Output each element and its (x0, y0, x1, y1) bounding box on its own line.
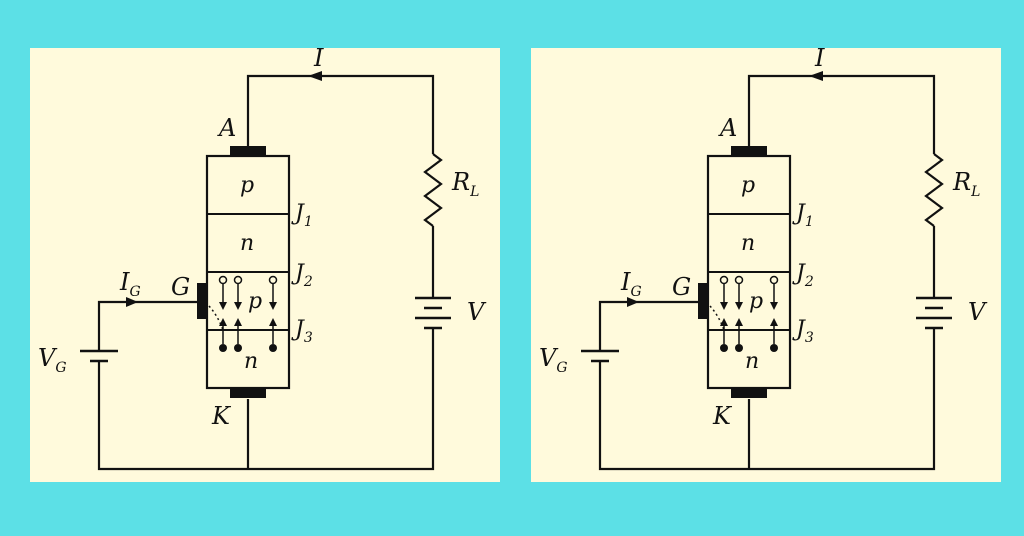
cathode-label: K (211, 402, 232, 430)
supply-label: V (467, 298, 487, 326)
gate-current-label: IG (620, 268, 642, 300)
layer-4-label: n (745, 349, 759, 374)
gate-label: G (672, 273, 691, 301)
junction-3-label: J3 (291, 317, 313, 346)
supply-label: V (968, 298, 988, 326)
anode-contact (731, 146, 767, 156)
cathode-contact (230, 388, 266, 398)
load-resistor (423, 153, 443, 227)
layer-3-label: p (749, 289, 763, 314)
anode-label: A (217, 114, 236, 142)
gate-current-arrow-icon (126, 297, 138, 307)
layer-2-label: n (240, 231, 254, 256)
gate-wire (598, 300, 698, 351)
anode-contact (230, 146, 266, 156)
layer-1-label: p (741, 173, 755, 198)
scr-circuit-panel-2: I A K G p n p n J1 J2 J3 RL V IG VG (531, 48, 1001, 482)
gate-contact (698, 283, 708, 319)
electron-carriers (720, 318, 778, 352)
current-arrow-icon (809, 71, 823, 81)
layer-4-label: n (244, 349, 258, 374)
scr-circuit-diagram: I A K G p n p n J1 J2 J3 RL V IG VG (539, 48, 988, 471)
gate-contact (197, 283, 207, 319)
junction-2-label: J2 (792, 261, 814, 290)
cathode-contact (731, 388, 767, 398)
junction-3-label: J3 (792, 317, 814, 346)
anode-label: A (718, 114, 737, 142)
bottom-wire (97, 328, 435, 471)
load-resistor (924, 153, 944, 227)
top-wire (747, 74, 936, 154)
gate-voltage-label: VG (539, 344, 568, 376)
scr-circuit-panel-1: I A K G p n p n J1 J2 J3 RL V IG VG (30, 48, 500, 482)
load-label: RL (451, 168, 479, 200)
gate-wire (97, 300, 197, 351)
gate-voltage-label: VG (38, 344, 67, 376)
layer-2-label: n (741, 231, 755, 256)
gate-current-label: IG (119, 268, 141, 300)
gate-current-arrow-icon (627, 297, 639, 307)
junction-2-label: J2 (291, 261, 313, 290)
gate-label: G (171, 273, 190, 301)
top-wire (246, 74, 435, 154)
gate-injection-dotted-path (709, 305, 725, 331)
gate-injection-dotted-path (208, 305, 224, 331)
bottom-wire (598, 328, 936, 471)
hole-carriers (719, 275, 779, 310)
hole-carriers (218, 275, 278, 310)
electron-carriers (219, 318, 277, 352)
current-label: I (313, 48, 324, 72)
layer-1-label: p (240, 173, 254, 198)
cathode-label: K (712, 402, 733, 430)
current-label: I (814, 48, 825, 72)
junction-1-label: J1 (291, 201, 313, 230)
load-label: RL (952, 168, 980, 200)
scr-circuit-diagram: I A K G p n p n J1 J2 J3 RL V IG VG (38, 48, 487, 471)
junction-1-label: J1 (792, 201, 814, 230)
current-arrow-icon (308, 71, 322, 81)
layer-3-label: p (248, 289, 262, 314)
